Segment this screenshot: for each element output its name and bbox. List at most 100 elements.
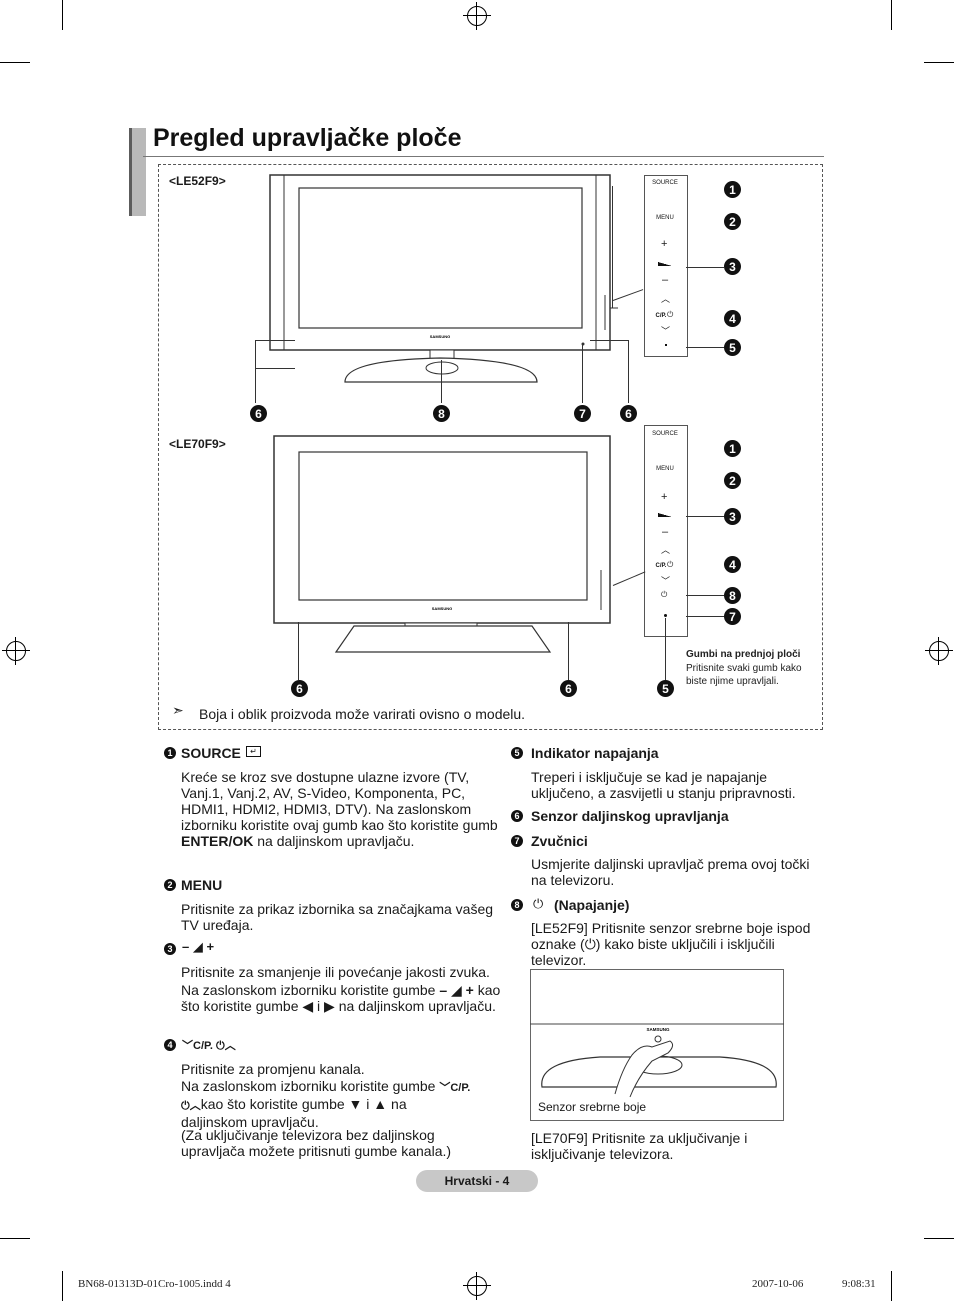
power-icon: ⏻	[667, 310, 674, 319]
item-title: Senzor daljinskog upravljanja	[531, 808, 729, 824]
callout-leader	[298, 622, 299, 680]
item-number: 5	[511, 747, 523, 759]
channel-icon: ﹀C/P. ⏻︿	[182, 1040, 236, 1052]
item-4-text-1: Pritisnite za promjenu kanala.	[181, 1061, 365, 1077]
callout-leader	[686, 595, 724, 596]
callout-leader	[582, 345, 583, 403]
item-title: (Napajanje)	[554, 897, 630, 913]
callout-6: 6	[291, 680, 308, 697]
item-number: 7	[511, 835, 523, 847]
front-panel-le52f9	[644, 175, 688, 357]
svg-text:SAMSUNG: SAMSUNG	[432, 606, 452, 611]
registration-mark-icon	[463, 1272, 491, 1300]
model-label-le70f9: <LE70F9>	[169, 437, 226, 451]
registration-mark-icon	[463, 2, 491, 30]
plus-icon: +	[661, 491, 668, 503]
volume-icon	[658, 513, 672, 517]
panel-menu-label: MENU	[656, 466, 674, 472]
plus-icon: +	[661, 238, 668, 250]
crop-mark	[62, 1271, 63, 1301]
callout-3: 3	[724, 258, 741, 275]
item-number: 4	[164, 1039, 176, 1051]
callout-5: 5	[724, 339, 741, 356]
item-4-text-3: (Za uključivanje televizora bez daljinsk…	[181, 1127, 452, 1159]
panel-menu-label: MENU	[656, 215, 674, 221]
panel-cp-label: C/P.	[655, 313, 667, 319]
volume-icon	[658, 262, 672, 266]
callout-6: 6	[250, 405, 267, 422]
minus-icon: –	[662, 274, 669, 286]
callout-4: 4	[724, 556, 741, 573]
callout-2: 2	[724, 213, 741, 230]
crop-mark	[0, 1238, 30, 1239]
indicator-dot	[665, 344, 667, 346]
model-label-le52f9: <LE52F9>	[169, 174, 226, 188]
item-title: SOURCE	[181, 745, 241, 761]
panel-source-label: SOURCE	[652, 431, 678, 437]
diagram-frame	[158, 164, 823, 730]
item-2-text: Pritisnite za prikaz izbornika sa značaj…	[181, 901, 494, 933]
callout-leader	[255, 340, 295, 341]
power-icon: ⏻	[661, 590, 668, 599]
page-number-badge: Hrvatski - 4	[416, 1170, 538, 1192]
tv-le70f9-illustration: SAMSUNG	[273, 435, 611, 653]
item-1-text: Kreće se kroz sve dostupne ulazne izvore…	[181, 769, 498, 849]
item-title: Indikator napajanja	[531, 745, 659, 761]
panel-cp-label: C/P.	[655, 563, 667, 569]
crop-mark	[924, 1238, 954, 1239]
item-8-text-le70: [LE70F9] Pritisnite za uključivanje i is…	[531, 1130, 748, 1162]
registration-mark-icon	[2, 637, 30, 665]
variation-note: Boja i oblik proizvoda može varirati ovi…	[199, 706, 526, 722]
item-5-text: Treperi i isključuje se kad je napajanje…	[531, 769, 796, 801]
callout-leader	[255, 368, 295, 369]
callout-4: 4	[724, 310, 741, 327]
item-number: 3	[164, 943, 176, 955]
item-3-text-1: Pritisnite za smanjenje ili povećanje ja…	[181, 964, 490, 980]
item-number: 8	[511, 899, 523, 911]
item-7-text: Usmjerite daljinski upravljač prema ovoj…	[531, 856, 810, 888]
callout-leader	[255, 340, 256, 368]
callout-6: 6	[620, 405, 637, 422]
item-number: 6	[511, 810, 523, 822]
panel-caption-body: Pritisnite svaki gumb kako biste njime u…	[686, 663, 802, 687]
registration-mark-icon	[925, 637, 953, 665]
panel-source-label: SOURCE	[652, 180, 678, 186]
callout-leader	[665, 618, 666, 680]
callout-2: 2	[724, 472, 741, 489]
callout-8: 8	[433, 405, 450, 422]
sensor-caption: Senzor srebrne boje	[538, 1100, 647, 1114]
print-time: 9:08:31	[842, 1278, 876, 1290]
callout-leader	[612, 186, 613, 308]
print-date: 2007-10-06	[752, 1278, 804, 1290]
crop-mark	[62, 0, 63, 30]
svg-text:SAMSUNG: SAMSUNG	[646, 1027, 670, 1032]
chevron-up-icon: ︿	[661, 545, 671, 555]
callout-leader	[628, 340, 629, 403]
crop-mark	[0, 62, 30, 63]
callout-leader	[568, 622, 569, 680]
callout-7: 7	[574, 405, 591, 422]
item-title: MENU	[181, 877, 223, 893]
source-icon: ↵	[246, 746, 261, 757]
item-number: 1	[164, 747, 176, 759]
chevron-down-icon: ﹀	[661, 326, 671, 336]
item-title: Zvučnici	[531, 833, 588, 849]
callout-8: 8	[724, 587, 741, 604]
callout-leader	[686, 616, 724, 617]
power-icon: ⏻	[667, 560, 674, 569]
callout-leader	[686, 347, 724, 348]
callout-6: 6	[560, 680, 577, 697]
title-accent-bar	[129, 128, 146, 216]
crop-mark	[924, 62, 954, 63]
crop-mark	[891, 0, 892, 30]
item-8-text: [LE52F9] Pritisnite senzor srebrne boje …	[531, 920, 811, 968]
indicator-dot	[664, 614, 667, 617]
item-4-text-2: Na zaslonskom izborniku koristite gumbe …	[181, 1078, 471, 1130]
power-sensor-illustration: SAMSUNG	[530, 969, 784, 1121]
callout-1: 1	[724, 440, 741, 457]
item-number: 2	[164, 879, 176, 891]
callout-leader	[255, 368, 256, 403]
callout-leader	[686, 267, 724, 268]
callout-leader	[686, 516, 724, 517]
file-name: BN68-01313D-01Cro-1005.indd 4	[78, 1278, 231, 1290]
